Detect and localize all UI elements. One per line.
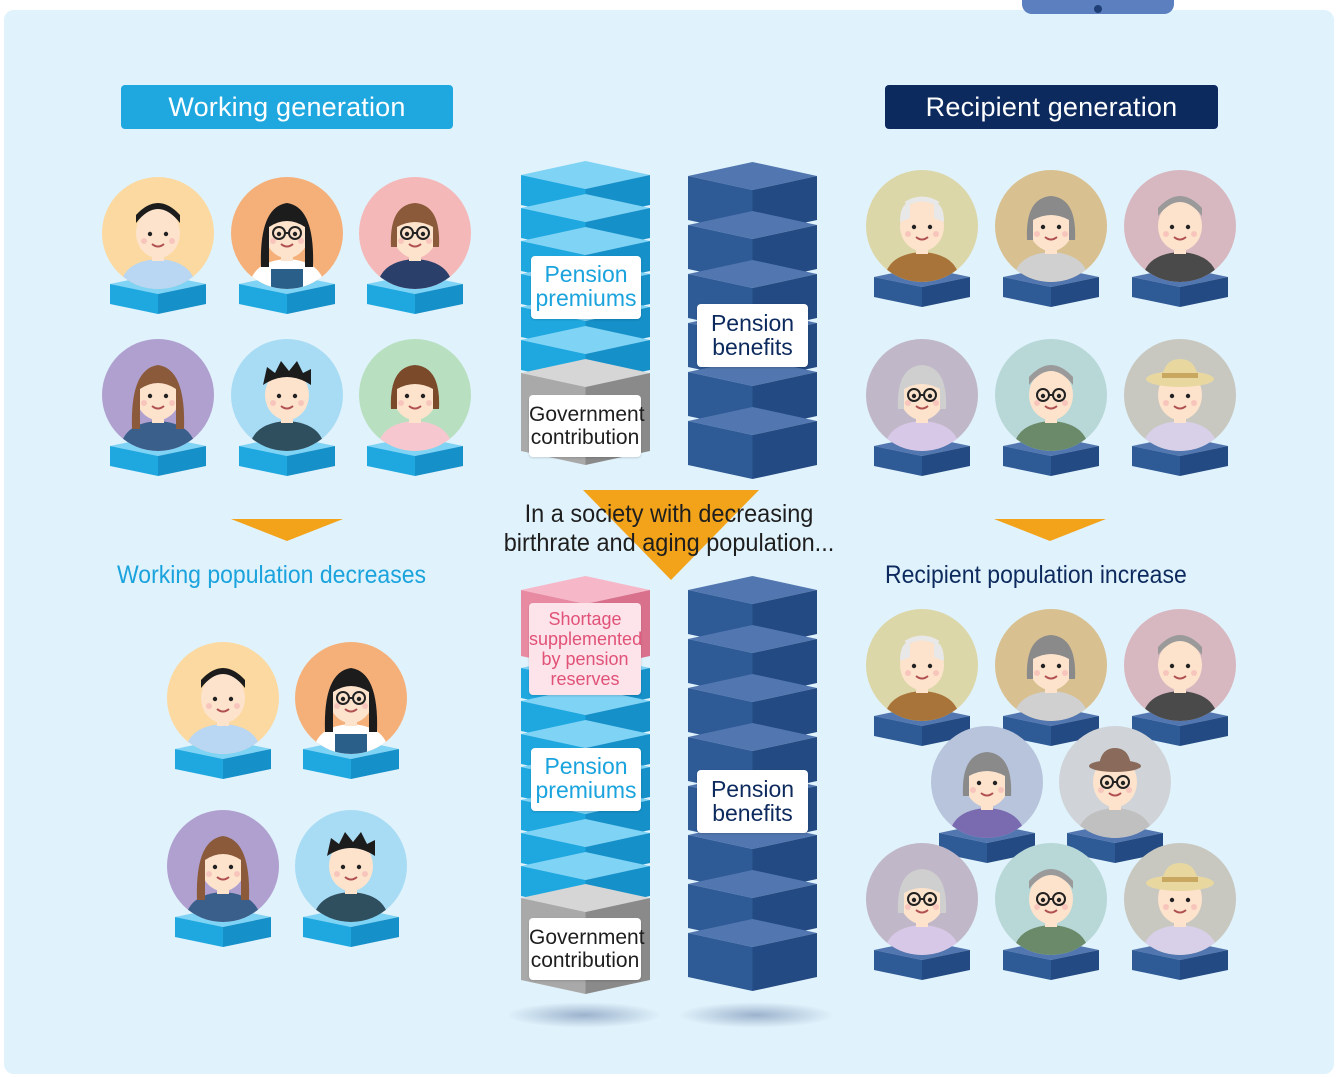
center-down-arrow [583, 490, 759, 580]
working-before-person-young-man [94, 177, 222, 317]
recipient-before-person-elder-man-suit [1116, 170, 1244, 310]
avatar [102, 177, 214, 289]
avatar [102, 339, 214, 451]
avatar [295, 642, 407, 754]
stack-shadow-left [506, 1002, 662, 1028]
shortage-line2: supplemented [529, 629, 643, 649]
working-before-person-woman-ponytail [351, 339, 479, 479]
avatar [1124, 843, 1236, 955]
avatar [995, 339, 1107, 451]
avatar [1124, 609, 1236, 721]
avatar [1124, 170, 1236, 282]
recipient-after-person-elder-man-hat [1051, 726, 1179, 866]
avatar [866, 339, 978, 451]
avatar [231, 177, 343, 289]
shortage-line4: reserves [550, 669, 620, 689]
working-population-decreases-text: Working population decreases [117, 561, 426, 589]
bottom-pension-benefits-card: Pension benefits [697, 770, 808, 833]
bottom-benefits-line2: benefits [712, 800, 793, 826]
top-government-contribution-card: Government contribution [529, 395, 645, 457]
avatar [866, 170, 978, 282]
bottom-pension-premiums-card: Pension premiums [531, 748, 641, 811]
avatar [295, 810, 407, 922]
recipient-after-person-elder-woman-hat [1116, 843, 1244, 983]
recipient-before-person-elder-man-vest [987, 339, 1115, 479]
bottom-gov-line1: Government [529, 926, 645, 949]
recipient-down-arrow [994, 519, 1106, 541]
working-before-person-woman-long-hair [94, 339, 222, 479]
top-gov-line2: contribution [530, 426, 640, 449]
working-generation-label: Working generation [121, 85, 453, 129]
working-after-person-woman-glasses [287, 642, 415, 782]
avatar [995, 843, 1107, 955]
working-before-person-woman-glasses [223, 177, 351, 317]
top-benefits-line1: Pension [710, 310, 795, 336]
bottom-gov-line2: contribution [530, 949, 640, 972]
avatar [995, 609, 1107, 721]
avatar [866, 843, 978, 955]
stack-shadow-right [678, 1002, 834, 1028]
recipient-population-increase-text: Recipient population increase [885, 561, 1187, 589]
top-gov-line1: Government [529, 403, 645, 426]
avatar [866, 609, 978, 721]
recipient-before-person-elder-man-bald [858, 170, 986, 310]
recipient-before-person-elder-woman-glasses [858, 339, 986, 479]
working-before-person-young-man-spiky [223, 339, 351, 479]
top-pension-premiums-card: Pension premiums [531, 256, 641, 319]
working-after-person-young-man-spiky [287, 810, 415, 950]
shortage-reserves-card: Shortage supplemented by pension reserve… [529, 603, 643, 695]
avatar [231, 339, 343, 451]
avatar [167, 642, 279, 754]
bottom-premiums-line1: Pension [544, 753, 628, 779]
avatar [931, 726, 1043, 838]
avatar [359, 177, 471, 289]
top-premiums-line1: Pension [544, 261, 628, 287]
top-pension-benefits-card: Pension benefits [697, 304, 808, 367]
recipient-after-person-elder-man-vest [987, 843, 1115, 983]
avatar [1124, 339, 1236, 451]
society-caption-line2: birthrate and aging population... [503, 529, 835, 557]
working-down-arrow [231, 519, 343, 541]
society-caption: In a society with decreasing birthrate a… [473, 500, 866, 558]
avatar [359, 339, 471, 451]
bottom-benefits-line1: Pension [710, 776, 795, 802]
top-benefits-line2: benefits [712, 334, 793, 360]
working-before-person-woman-glasses-short [351, 177, 479, 317]
shortage-line1: Shortage [548, 609, 622, 629]
avatar [995, 170, 1107, 282]
recipient-before-person-elder-woman-pearls [987, 170, 1115, 310]
recipient-before-person-elder-woman-hat [1116, 339, 1244, 479]
recipient-generation-label: Recipient generation [885, 85, 1218, 129]
avatar [167, 810, 279, 922]
shortage-line3: by pension [541, 649, 629, 669]
society-caption-line1: In a society with decreasing [524, 500, 814, 528]
recipient-after-person-elder-woman-glasses [858, 843, 986, 983]
working-after-person-woman-long-hair [159, 810, 287, 950]
bottom-government-contribution-card: Government contribution [529, 918, 645, 980]
top-tab-decoration [1022, 0, 1174, 14]
avatar [1059, 726, 1171, 838]
top-premiums-line2: premiums [535, 285, 637, 311]
bottom-premiums-line2: premiums [535, 777, 637, 803]
working-after-person-young-man [159, 642, 287, 782]
